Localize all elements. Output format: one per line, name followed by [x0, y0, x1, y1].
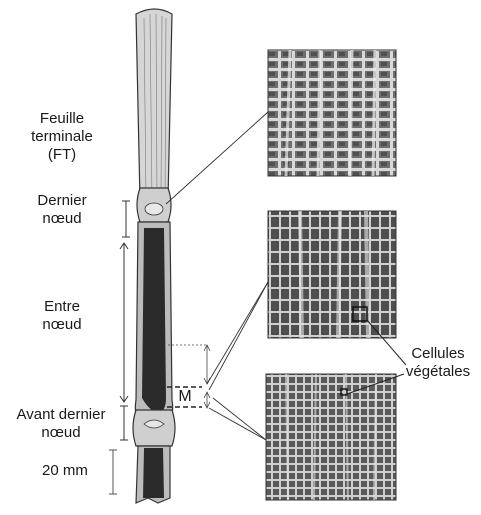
cell-highlight-middle: [352, 306, 368, 322]
micrograph-panel-top: [267, 49, 397, 177]
prev-node-line1: Avant dernier: [16, 406, 106, 423]
scale-bar: [109, 449, 117, 495]
stem-illustration: [132, 8, 176, 504]
label-avant-dernier-noeud: Avant dernier nœud: [4, 406, 118, 442]
label-m-marker: M: [178, 388, 192, 405]
cells-line1: Cellules: [411, 345, 465, 362]
cells-leaders: [346, 319, 407, 395]
last-node-line2: nœud: [42, 210, 82, 227]
bracket-last-node: [122, 200, 130, 238]
leader-lines: [165, 111, 269, 441]
bracket-internode: [119, 242, 129, 403]
cell-highlight-bottom: [340, 388, 348, 396]
micrograph-panel-bottom: [265, 373, 397, 501]
micrograph-panel-middle: [267, 210, 397, 339]
m-marker-box: [167, 386, 202, 408]
label-cellules-vegetales: Cellules végétales: [398, 345, 478, 381]
label-entre-noeud: Entre nœud: [22, 298, 102, 334]
bracket-prev-node: [120, 405, 128, 441]
prev-node-line2: nœud: [41, 424, 81, 441]
last-node-line1: Dernier: [37, 192, 87, 209]
cells-line2: végétales: [405, 363, 471, 380]
label-feuille-terminale: Feuille terminale (FT): [22, 110, 102, 164]
label-scale: 20 mm: [42, 462, 88, 479]
internode-line1: Entre: [44, 298, 80, 315]
internode-line2: nœud: [42, 316, 82, 333]
leaf-label-line2: terminale: [31, 128, 93, 145]
leaf-label-line3: (FT): [47, 146, 77, 163]
label-dernier-noeud: Dernier nœud: [22, 192, 102, 228]
leaf-label-line1: Feuille: [39, 110, 85, 127]
